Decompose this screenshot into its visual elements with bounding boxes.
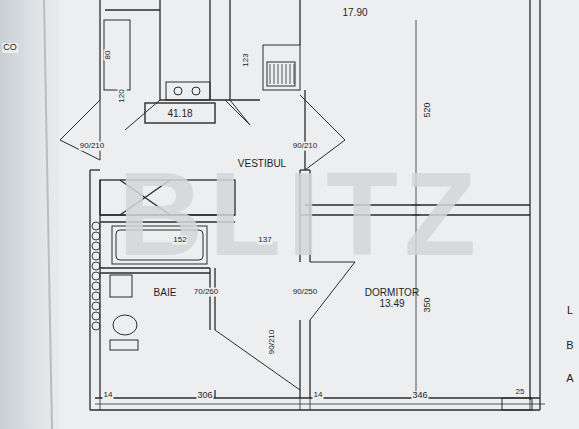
door-size: 90/250 (292, 288, 318, 297)
dimension: 350 (423, 296, 433, 313)
room-text: 17.90 (342, 7, 367, 18)
room-text: BAIE (154, 287, 177, 298)
area-box: 41.18 (147, 104, 213, 122)
walls (90, 0, 540, 410)
dimension: 306 (196, 391, 213, 401)
margin-letter: B (565, 339, 574, 351)
room-text: DORMITOR (365, 287, 419, 298)
dimension: 80 (104, 50, 113, 61)
margin-text: CO (2, 43, 18, 53)
dimension: 346 (411, 391, 428, 401)
dimension: 152 (172, 236, 187, 245)
margin-letter: L (566, 304, 574, 316)
room-text: 41.18 (167, 108, 192, 119)
dimension: 25 (515, 388, 526, 397)
dimension: 120 (118, 88, 127, 103)
door-size: 90/210 (268, 329, 277, 355)
room-label: DORMITOR13.49 (357, 283, 427, 313)
stove-grid (270, 64, 294, 84)
door-size: 90/210 (79, 142, 105, 151)
radiator (92, 222, 100, 330)
room-text: 13.49 (379, 298, 404, 309)
sleeve-edge (44, 0, 52, 429)
room-label: BAIE (147, 285, 183, 300)
plastic-sleeve (0, 0, 60, 429)
room-label: 17.90 (335, 5, 375, 20)
dimension-lines (95, 20, 545, 410)
dimension: 123 (242, 52, 251, 67)
watermark: BLITZ (117, 150, 483, 280)
fixtures (104, 20, 532, 410)
margin-letter: A (565, 372, 574, 384)
dimension: 137 (257, 236, 272, 245)
door-size: 90/210 (292, 142, 318, 151)
dimension: 14 (313, 391, 324, 400)
door-size: 70/260 (193, 288, 219, 297)
dimension: 520 (423, 101, 433, 118)
room-name: VESTIBUL (237, 158, 287, 169)
dimension: 14 (103, 391, 114, 400)
